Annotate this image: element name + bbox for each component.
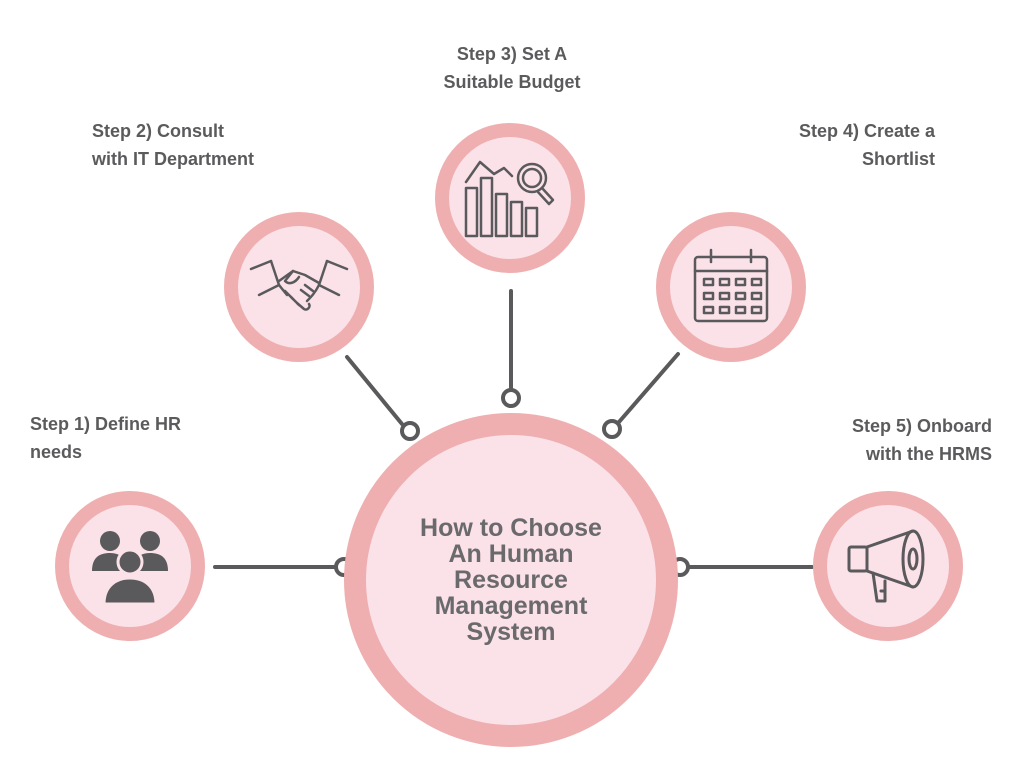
step-2-label-line: with IT Department: [92, 149, 255, 169]
calendar-icon: [691, 247, 771, 327]
step-1-label: Step 1) Define HR needs: [30, 410, 181, 466]
step-1-label-line: needs: [30, 442, 83, 462]
center-title-line: System: [466, 618, 556, 646]
people-group-icon: [88, 524, 172, 608]
center-title-line: How to Choose: [420, 514, 602, 542]
connector-step-4: [617, 352, 680, 424]
step-1-label-line: Step 1) Define HR: [30, 414, 182, 434]
step-3-label-line: Suitable Budget: [443, 72, 581, 92]
step-1-circle: [55, 491, 205, 641]
step-5-label-line: with the HRMS: [866, 444, 992, 464]
step-4-label: Step 4) Create a Shortlist: [735, 117, 935, 173]
step-2-label: Step 2) Consult with IT Department: [92, 117, 254, 173]
step-2-label-line: Step 2) Consult: [92, 121, 225, 141]
center-title-line: Resource: [454, 566, 568, 594]
center-title-line: An Human: [448, 540, 574, 568]
step-4-label-line: Step 4) Create a: [798, 121, 935, 141]
step-5-label-line: Step 5) Onboard: [851, 416, 992, 436]
center-circle: How to Choose An Human Resource Manageme…: [344, 413, 678, 747]
step-5-label: Step 5) Onboard with the HRMS: [792, 412, 992, 468]
step-3-circle: [435, 123, 585, 273]
step-3-label-line: Step 3) Set A: [456, 44, 568, 64]
step-2-circle: [224, 212, 374, 362]
bar-chart-magnifier-icon: [460, 156, 560, 240]
step-4-label-line: Shortlist: [861, 149, 935, 169]
center-title: How to Choose An Human Resource Manageme…: [396, 515, 626, 645]
handshake-icon: [249, 255, 349, 319]
center-title-line: Management: [434, 592, 588, 620]
step-5-circle: [813, 491, 963, 641]
megaphone-icon: [843, 521, 933, 611]
step-3-label: Step 3) Set A Suitable Budget: [412, 40, 612, 96]
connector-node-step-2: [400, 421, 420, 441]
connector-step-2: [345, 355, 404, 426]
connector-node-step-4: [602, 419, 622, 439]
connector-node-step-3: [501, 388, 521, 408]
step-4-circle: [656, 212, 806, 362]
